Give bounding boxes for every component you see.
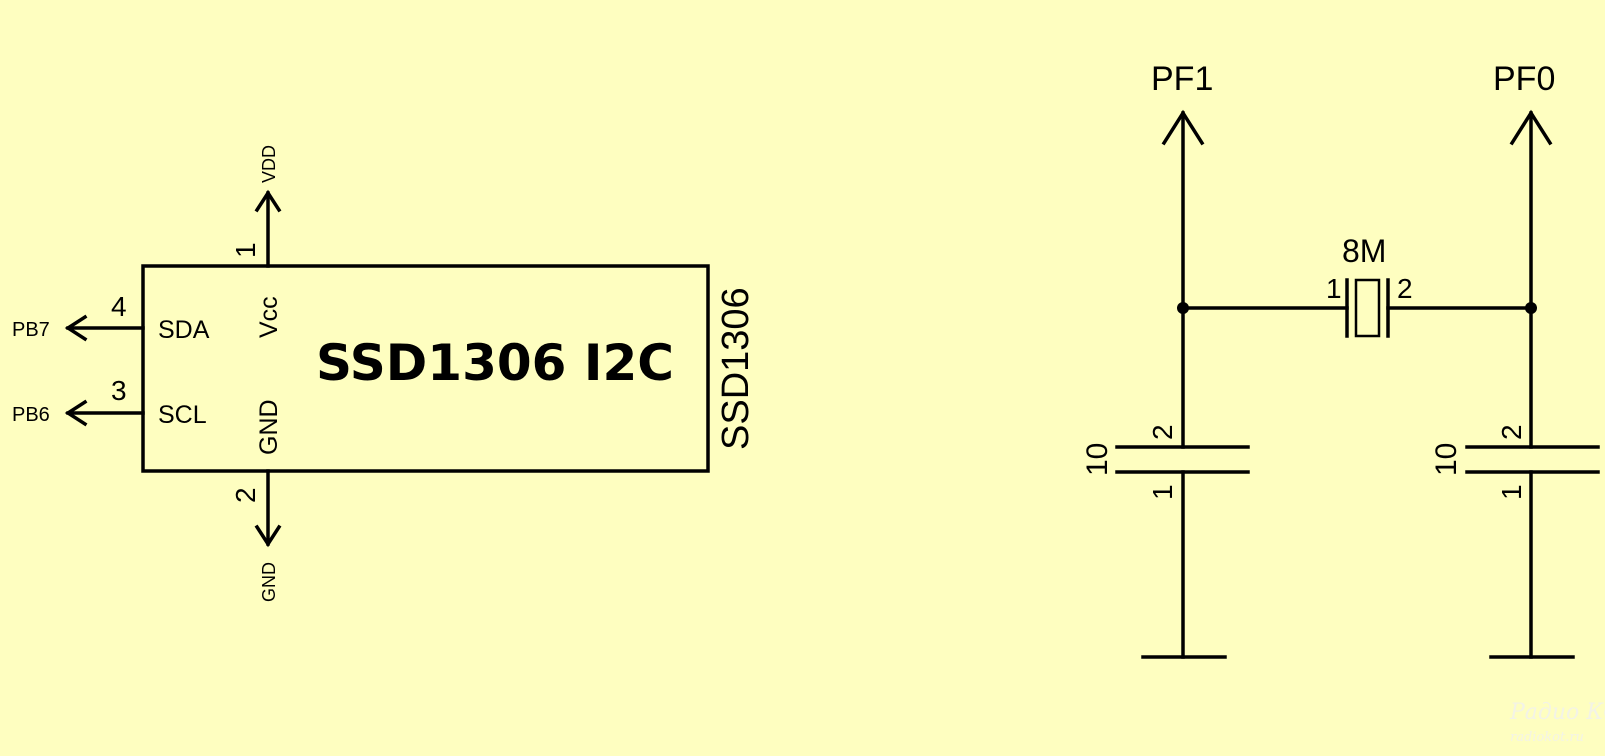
module-title: SSD1306 I2C [316, 334, 674, 392]
capacitor-right: 10 2 1 [1430, 424, 1600, 659]
crystal-8m: 8M 1 2 [1181, 233, 1533, 338]
net-label-pb6: PB6 [12, 404, 50, 426]
rail-pf0: PF0 [1493, 60, 1555, 449]
ssd1306-module: SSD1306 I2C SSD1306 VDD 1 Vcc GND 2 GND … [12, 145, 757, 602]
vdd-arrow-icon [254, 189, 282, 213]
net-label-vdd: VDD [259, 145, 279, 183]
watermark-line2: radiokot.ru [1510, 730, 1584, 745]
crystal-value: 8M [1342, 233, 1386, 269]
cap-left-value: 10 [1081, 443, 1114, 476]
cap-right-pin-top: 2 [1496, 424, 1527, 440]
pin-number-2: 2 [230, 487, 261, 503]
capacitor-left: 10 2 1 [1081, 424, 1250, 659]
pf0-arrow-icon [1509, 109, 1553, 146]
pb7-arrow-icon [64, 314, 88, 342]
pin-label-vcc: Vcc [255, 296, 283, 338]
pin-label-gnd: GND [255, 399, 283, 455]
pin-number-1: 1 [230, 242, 261, 258]
oscillator-circuit: PF1 PF0 8M 1 2 10 [1081, 60, 1600, 659]
pin-vcc: VDD 1 Vcc [230, 145, 283, 338]
pb6-arrow-icon [64, 399, 88, 427]
pin-gnd: GND 2 GND [230, 399, 283, 602]
rail-pf1: PF1 [1151, 60, 1213, 449]
gnd-arrow-icon [254, 524, 282, 548]
module-ref: SSD1306 [715, 287, 757, 450]
net-label-pf0: PF0 [1493, 60, 1555, 98]
net-label-gnd: GND [259, 562, 279, 602]
pin-label-scl: SCL [158, 401, 207, 429]
watermark: Радио КОТ radiokot.ru [1509, 700, 1605, 745]
cap-left-pin-top: 2 [1147, 424, 1178, 440]
watermark-line1: Радио КОТ [1509, 700, 1605, 725]
pf1-arrow-icon [1161, 109, 1205, 146]
pin-label-sda: SDA [158, 316, 210, 344]
crystal-pin-1: 1 [1326, 273, 1342, 304]
net-label-pf1: PF1 [1151, 60, 1213, 98]
cap-right-value: 10 [1430, 443, 1463, 476]
pin-number-4: 4 [111, 291, 127, 322]
crystal-pin-2: 2 [1397, 273, 1413, 304]
module-body [141, 264, 710, 473]
pin-scl: PB6 3 SCL [12, 375, 207, 429]
net-label-pb7: PB7 [12, 319, 50, 341]
cap-right-pin-bottom: 1 [1496, 484, 1527, 500]
pin-sda: PB7 4 SDA [12, 291, 210, 344]
pin-number-3: 3 [111, 375, 127, 406]
cap-left-pin-bottom: 1 [1147, 484, 1178, 500]
crystal-body [1354, 278, 1381, 338]
